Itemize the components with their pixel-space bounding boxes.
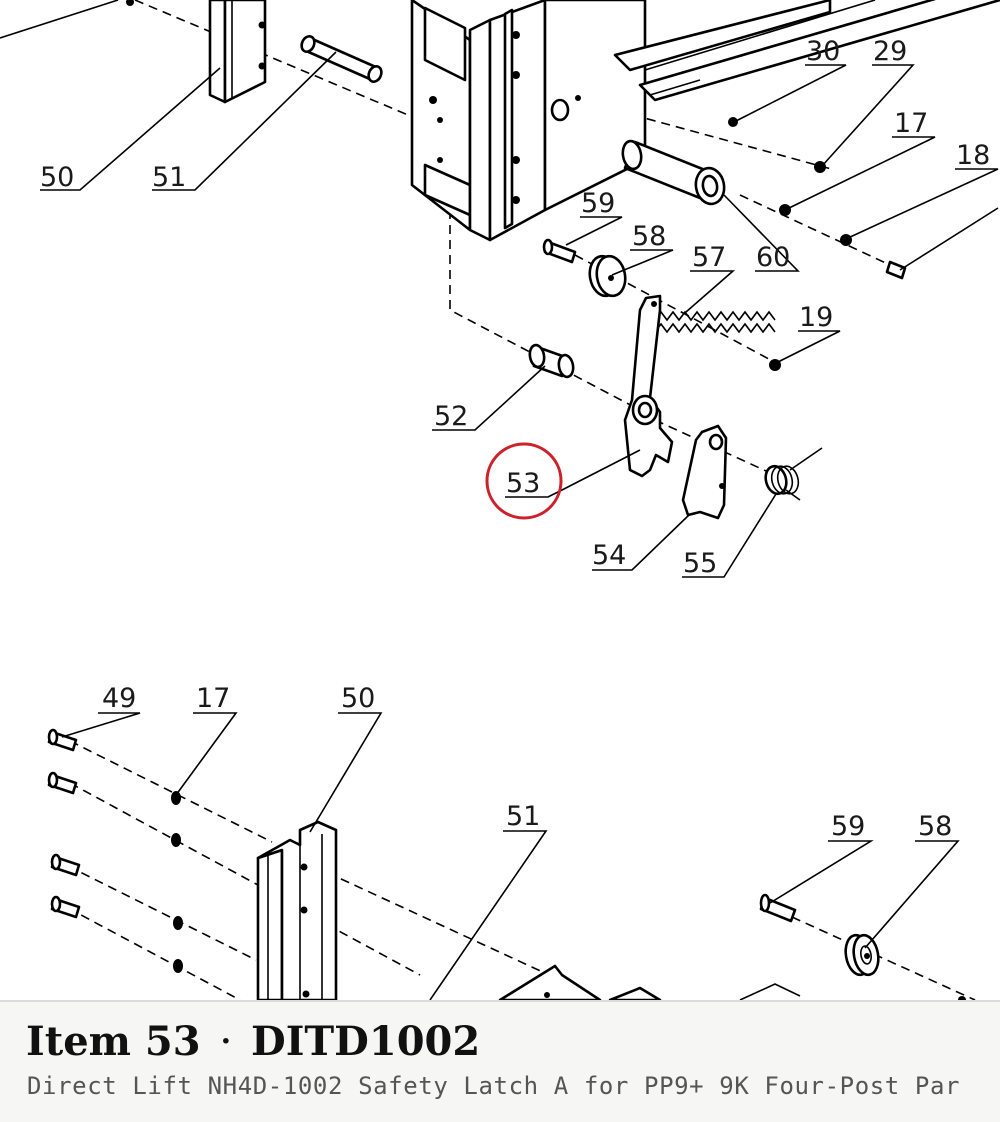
callout-29: 29 bbox=[873, 36, 907, 67]
post-part-50 bbox=[126, 0, 267, 104]
caption-bar: Item 53 · DITD1002 Direct Lift NH4D-1002 S… bbox=[0, 1000, 1000, 1122]
callout-58: 58 bbox=[918, 811, 952, 842]
callout-57: 57 bbox=[692, 242, 726, 273]
axis-line bbox=[67, 865, 257, 961]
axis-line bbox=[67, 907, 241, 1000]
lift-bracket bbox=[410, 0, 1000, 242]
separator: · bbox=[220, 1024, 232, 1059]
safety-latch-part-53 bbox=[623, 294, 674, 478]
callout-59: 59 bbox=[831, 811, 865, 842]
axis-line bbox=[299, 859, 561, 981]
part-number: DITD1002 bbox=[251, 1018, 481, 1065]
item-label: Item 53 bbox=[26, 1018, 201, 1065]
callout-51: 51 bbox=[152, 162, 186, 193]
bolt-part-18 bbox=[885, 260, 907, 280]
washer-part-30 bbox=[728, 117, 738, 127]
axis-line bbox=[134, 0, 421, 121]
washers-part-17 bbox=[171, 791, 183, 973]
bushing-part-52 bbox=[528, 343, 575, 379]
bolt-part-59 bbox=[542, 238, 577, 264]
axis-line bbox=[739, 194, 906, 273]
bolt-part-59 bbox=[759, 893, 797, 923]
axis-line bbox=[69, 782, 259, 886]
washer-part-17 bbox=[779, 204, 791, 216]
callout-50: 50 bbox=[40, 162, 74, 193]
axis-line bbox=[69, 740, 273, 843]
callout-52: 52 bbox=[434, 401, 468, 432]
bolts-part-49 bbox=[47, 728, 81, 919]
callout-53: 53 bbox=[506, 468, 540, 499]
top-assembly bbox=[0, 0, 1000, 578]
bottom-assembly bbox=[47, 712, 976, 1000]
latch-plate-part-54 bbox=[681, 424, 728, 520]
caption-title: Item 53 · DITD1002 bbox=[26, 1018, 480, 1065]
spring-part-57 bbox=[654, 310, 776, 334]
callout-50: 50 bbox=[341, 683, 375, 714]
callout-17: 17 bbox=[196, 683, 230, 714]
torsion-spring-part-55 bbox=[764, 447, 823, 501]
part-description: Direct Lift NH4D-1002 Safety Latch A for… bbox=[27, 1072, 961, 1100]
pin-part-51 bbox=[300, 34, 383, 84]
post-part-50 bbox=[256, 820, 338, 1000]
callout-30: 30 bbox=[806, 36, 840, 67]
highlight-circle bbox=[485, 442, 563, 520]
callout-58: 58 bbox=[632, 221, 666, 252]
callout-17: 17 bbox=[894, 108, 928, 139]
callout-55: 55 bbox=[683, 548, 717, 579]
shaft-part-60 bbox=[621, 139, 726, 206]
washer-part-18 bbox=[840, 234, 852, 246]
callout-labels: 50 51 30 29 17 18 59 58 57 60 19 52 53 5… bbox=[40, 36, 990, 842]
callout-18: 18 bbox=[956, 140, 990, 171]
callout-60: 60 bbox=[756, 242, 790, 273]
axis-line bbox=[791, 916, 976, 1000]
callout-59: 59 bbox=[581, 188, 615, 219]
roller-part-58 bbox=[588, 254, 627, 298]
callout-54: 54 bbox=[592, 540, 626, 571]
frame-partial bbox=[498, 964, 801, 1000]
callout-19: 19 bbox=[799, 302, 833, 333]
roller-part-58 bbox=[844, 933, 880, 977]
exploded-parts-diagram: 50 51 30 29 17 18 59 58 57 60 19 52 53 5… bbox=[0, 0, 1000, 1000]
callout-49: 49 bbox=[102, 683, 136, 714]
callout-51: 51 bbox=[506, 801, 540, 832]
